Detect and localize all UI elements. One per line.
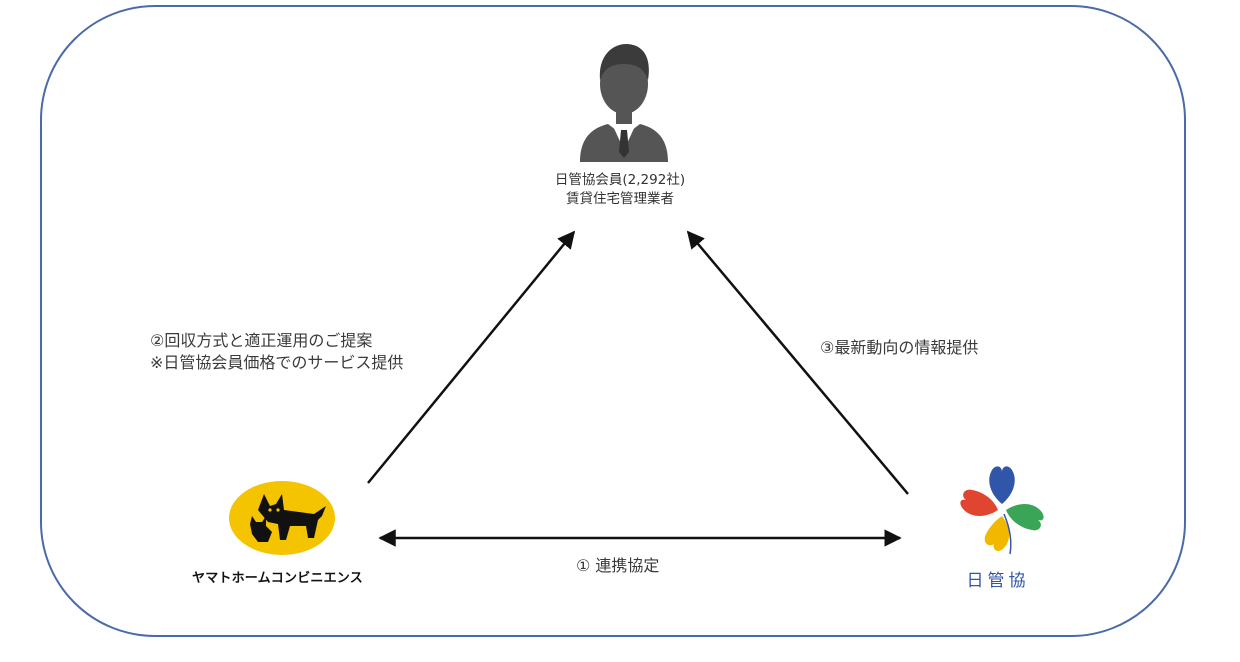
edge-label-proposal: ②回収方式と適正運用のご提案 ※日管協会員価格でのサービス提供 [150,330,403,374]
businessman-icon [580,44,668,162]
member-node-label: 日管協会員(2,292社) 賃貸住宅管理業者 [520,171,720,209]
proposal-text: ②回収方式と適正運用のご提案 [150,331,373,350]
member-price-note: ※日管協会員価格でのサービス提供 [150,353,404,372]
member-count-text: 日管協会員(2,292社) [554,172,686,188]
member-type-text: 賃貸住宅管理業者 [566,191,674,207]
yamato-company-name: ヤマトホームコンビニエンス [192,571,363,586]
four-leaf-clover-logo-icon [960,466,1044,555]
edge-label-information: ③最新動向の情報提供 [820,338,979,357]
edge-label-agreement: ① 連携協定 [576,556,660,575]
rounded-frame [40,5,1186,637]
black-cat-logo-icon [229,481,335,555]
arrow-left-to-top [367,230,576,484]
nikkankyo-name: 日管協 [966,571,1030,591]
arrow-right-to-top [686,230,909,495]
